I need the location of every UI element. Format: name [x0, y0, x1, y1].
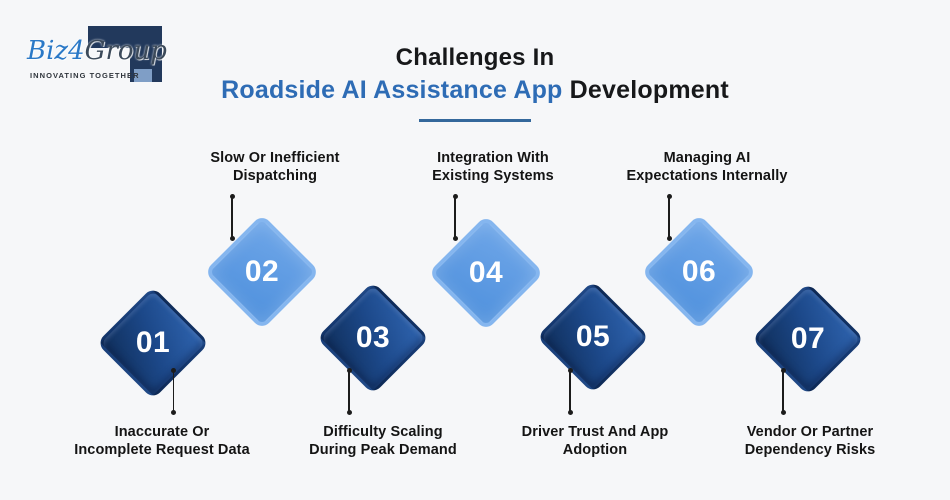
challenge-diamond-01[interactable]: 01 [96, 286, 210, 400]
connector-dot [666, 235, 672, 241]
connector-dot [567, 367, 573, 373]
connector-dot [229, 235, 235, 241]
challenge-diamond-06[interactable]: 06 [641, 214, 757, 330]
challenge-number: 05 [575, 320, 611, 353]
connector-dot [171, 409, 176, 415]
challenge-label-line: Adoption [562, 441, 628, 458]
challenge-label-line: Driver Trust And App [521, 424, 669, 440]
logo-square-icon [134, 69, 152, 82]
title-line-2: Roadside AI Assistance App Development [0, 75, 950, 105]
challenge-label-line: Integration With [437, 150, 549, 166]
connector-line [172, 370, 175, 412]
challenge-label-line: Vendor Or Partner [746, 424, 874, 440]
logo-wordmark: Biz4Group [27, 36, 167, 66]
connector-line [454, 196, 456, 238]
connector-dot [229, 193, 235, 199]
challenge-label-line: Managing AI [663, 150, 751, 166]
title-rest: Development [562, 76, 729, 104]
logo-bracket-icon [88, 26, 130, 48]
connector-line [231, 196, 233, 238]
challenge-label-line: Difficulty Scaling [323, 424, 443, 440]
connector-dot [780, 409, 786, 415]
connector-dot [171, 367, 176, 373]
biz4group-logo[interactable]: Biz4Group INNOVATING TOGETHER [0, 0, 190, 100]
challenge-number: 04 [468, 256, 504, 289]
challenge-number: 02 [244, 255, 280, 288]
connector-line [668, 196, 670, 238]
challenge-diamond-03[interactable]: 03 [316, 281, 430, 395]
challenge-label-line: Expectations Internally [626, 167, 788, 184]
connector-dot [346, 367, 352, 373]
challenge-label-line: Slow Or Inefficient [210, 150, 340, 166]
title-line-1: Challenges In [395, 44, 555, 71]
challenge-number: 01 [135, 326, 171, 359]
logo-wordmark-blue: Biz4 [27, 36, 85, 66]
logo-tagline: INNOVATING TOGETHER [30, 71, 140, 80]
connector-dot [666, 193, 672, 199]
challenge-diamond-04[interactable]: 04 [428, 215, 544, 331]
title-underline [419, 119, 531, 122]
challenge-label-line: Existing Systems [432, 167, 554, 184]
connector-line [348, 370, 350, 412]
connector-line [782, 370, 784, 412]
challenge-diamond-05[interactable]: 05 [536, 280, 650, 394]
challenge-label-line: Inaccurate Or [114, 424, 210, 440]
connector-dot [452, 193, 458, 199]
challenge-diamond-02[interactable]: 02 [204, 214, 320, 330]
connector-dot [567, 409, 573, 415]
connector-dot [780, 367, 786, 373]
connector-dot [346, 409, 352, 415]
challenge-label-line: Dispatching [232, 167, 318, 184]
challenge-label-line: Incomplete Request Data [74, 441, 250, 458]
challenge-number: 06 [681, 255, 717, 288]
challenge-number: 03 [355, 321, 391, 354]
page-title: Challenges In Roadside AI Assistance App… [0, 44, 950, 122]
logo-wordmark-dark: Group [84, 36, 167, 66]
connector-line [569, 370, 571, 412]
connector-dot [452, 235, 458, 241]
challenge-diamond-07[interactable]: 07 [751, 282, 865, 396]
challenge-label-line: Dependency Risks [744, 441, 876, 458]
challenge-number: 07 [790, 322, 826, 355]
title-highlight: Roadside AI Assistance App [221, 76, 563, 104]
challenge-label-line: During Peak Demand [309, 441, 457, 458]
